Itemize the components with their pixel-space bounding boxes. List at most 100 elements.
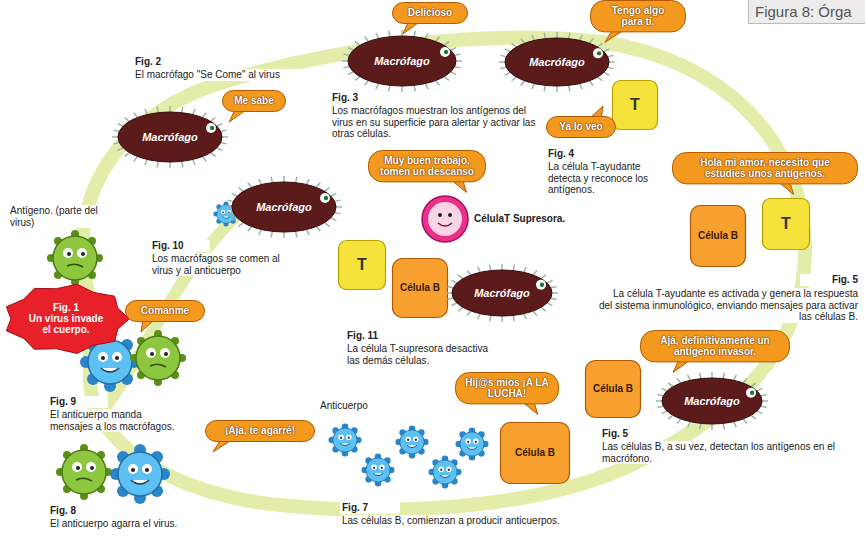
bubble-body <box>591 1 686 32</box>
node-text: CélulaT Supresora. <box>474 213 565 224</box>
macrophage-hair <box>604 72 609 75</box>
macrophage-hair <box>211 153 216 157</box>
macrophage-hair <box>751 383 756 387</box>
antibody <box>362 454 395 487</box>
b-cell: Célula B <box>500 422 570 484</box>
macrophage-hair <box>688 422 691 427</box>
figure-number: Fig. 4 <box>546 148 606 160</box>
eye <box>444 50 448 54</box>
macrophage-hair <box>757 411 762 414</box>
bubble-body <box>456 373 559 404</box>
antibody <box>329 424 362 457</box>
macrophage-hair <box>677 378 681 383</box>
macrophage-hair <box>296 177 297 183</box>
macrophage-hair <box>757 388 762 391</box>
macrophage-hair <box>598 43 603 47</box>
eye <box>448 213 452 217</box>
macrophage-hair <box>761 395 767 396</box>
caption-text: La célula T-supresora desactiva las demá… <box>345 343 495 366</box>
macrophage-hair <box>335 200 341 201</box>
antibody <box>110 444 170 504</box>
macrophage-body <box>232 182 336 232</box>
t-cell-body <box>613 81 658 130</box>
macrophage-hair <box>283 176 284 182</box>
macrophage-cell: Macrófago <box>118 112 222 162</box>
macrophage-hair <box>451 48 456 51</box>
macrophage-cell: Macrófago <box>505 38 609 86</box>
speech-bubble: Hola mi amor, necesito que estudies unos… <box>672 152 858 184</box>
caption-text: Los macrófagos se comen al virus y al an… <box>150 253 300 276</box>
figure-number: Fig. 2 <box>133 56 193 68</box>
caption-text: Las células B, comienzan a producir anti… <box>340 515 620 527</box>
macrophage-hair <box>217 148 222 151</box>
figure-number: Fig. 7 <box>340 502 400 514</box>
b-cell: Célula B <box>392 258 448 318</box>
node-text: Ya lo veo <box>559 121 602 132</box>
macrophage-hair <box>157 161 158 167</box>
macrophage-hair <box>700 373 701 379</box>
macrophage-hair <box>458 307 463 311</box>
macrophage-hair <box>232 218 237 221</box>
macrophage-body <box>118 112 222 162</box>
macrophage-cell: Macrófago <box>348 36 456 86</box>
b-cell: Célula B <box>690 205 746 267</box>
bubble-body <box>126 301 205 322</box>
macrophage-hair <box>389 85 390 91</box>
virus <box>130 330 186 386</box>
macrophage-hair <box>342 60 348 61</box>
node-text: Célula B <box>515 447 555 458</box>
macrophage-hair <box>169 162 170 168</box>
macrophage-hair <box>547 303 552 306</box>
suppressor-face <box>428 202 462 236</box>
macrophage-hair <box>533 311 537 316</box>
splat-shape <box>6 284 129 353</box>
part-name: Anticuerpo <box>318 400 398 412</box>
node-text: Me sabe <box>234 95 273 106</box>
macrophage-hair <box>271 177 272 183</box>
macrophage-hair <box>688 375 691 380</box>
macrophage-hair <box>456 60 462 61</box>
macrophage-hair <box>348 72 353 75</box>
caption-text: El anticuerpo manda mensajes a los macró… <box>48 409 178 432</box>
node-text: Comanme <box>141 305 189 316</box>
macrophage-hair <box>677 419 681 424</box>
bubble-body <box>393 3 468 24</box>
macrophage-hair <box>169 106 170 112</box>
macrophage-hair <box>336 206 342 207</box>
macrophage-hair <box>478 314 481 319</box>
macrophage-hair <box>348 48 353 51</box>
macrophage-hair <box>668 383 673 387</box>
macrophage-hair <box>541 275 546 279</box>
macrophage-hair <box>376 84 379 89</box>
speech-bubble: Tengo algo para tí. <box>590 0 686 32</box>
macrophage-hair <box>711 372 712 378</box>
node-text: Macrófago <box>374 55 430 67</box>
node-text: T <box>781 215 791 233</box>
macrophage-hair <box>524 267 527 272</box>
macrophage-hair <box>552 292 558 293</box>
suppressor-body <box>422 196 468 242</box>
speech-bubble: Delicioso <box>392 2 468 24</box>
macrophage-hair <box>446 292 452 293</box>
bubble-body <box>547 117 616 138</box>
macrophage-hair <box>316 227 320 232</box>
speech-bubble: Hij@s míos ¡A LA LUCHA! <box>455 372 559 404</box>
macrophage-hair <box>604 49 609 52</box>
node-text: Hij@s míos ¡A LA LUCHA! <box>465 377 549 399</box>
macrophage-hair <box>521 39 525 44</box>
cycle-ring <box>82 38 805 510</box>
macrophage-hair <box>544 85 545 91</box>
macrophage-hair <box>455 67 461 68</box>
macrophage-hair <box>259 179 262 184</box>
mouth <box>438 223 452 226</box>
macrophage-hair <box>490 265 491 271</box>
macrophage-body <box>452 270 552 316</box>
macrophage-hair <box>157 107 158 113</box>
macrophage-hair <box>227 200 233 201</box>
macrophage-hair <box>551 287 557 288</box>
node-text: Célula B <box>593 383 633 394</box>
macrophage-hair <box>112 136 118 137</box>
macrophage-hair <box>227 213 233 214</box>
figure-number: Fig. 5 <box>800 274 860 286</box>
macrophage-hair <box>355 42 360 46</box>
